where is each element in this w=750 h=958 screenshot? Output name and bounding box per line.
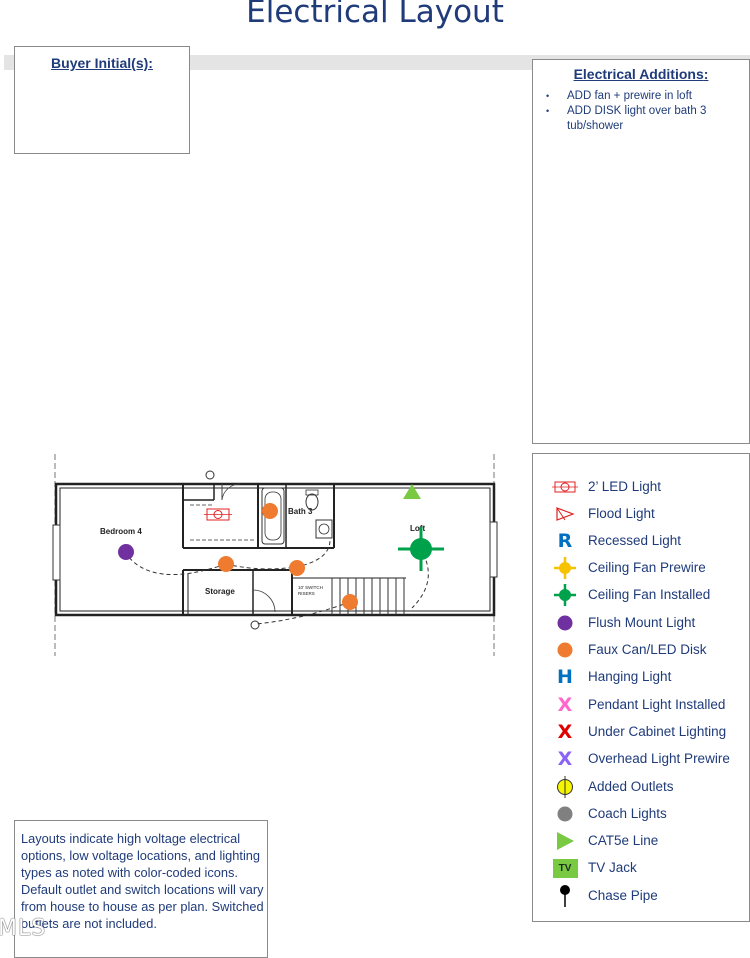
floor-plan: Bedroom 4 Bath 3 Loft Storage 10' SWITCH… bbox=[52, 454, 498, 656]
legend-label: Flush Mount Light bbox=[588, 615, 696, 630]
faux-can-light bbox=[289, 560, 305, 576]
overhead-prewire-icon: X bbox=[557, 748, 573, 770]
legend-row: Added Outlets bbox=[533, 776, 749, 798]
electrical-additions-list: ADD fan + prewire in loft ADD DISK light… bbox=[543, 89, 739, 134]
toilet bbox=[305, 493, 319, 511]
flush-mount-light bbox=[118, 544, 134, 560]
legend-row: X Under Cabinet Lighting bbox=[533, 721, 749, 743]
tv-jack-glyph: TV bbox=[552, 858, 578, 878]
electrical-additions-title-text: Electrical Additions bbox=[573, 66, 704, 82]
coach-light-icon bbox=[551, 803, 579, 825]
legend-row: Flood Light bbox=[533, 503, 749, 525]
legend-row: X Pendant Light Installed bbox=[533, 694, 749, 716]
ceiling-fan-installed-icon bbox=[551, 584, 579, 606]
tv-jack-icon: TV bbox=[551, 857, 579, 879]
sink bbox=[315, 519, 333, 539]
room-label-loft: Loft bbox=[410, 524, 425, 533]
door-swing bbox=[221, 483, 241, 501]
electrical-additions-title-colon: : bbox=[703, 66, 709, 82]
addition-item: ADD DISK light over bath 3 tub/shower bbox=[543, 104, 739, 134]
legend-label: Ceiling Fan Installed bbox=[588, 587, 711, 602]
electrical-additions-title: Electrical Additions: bbox=[533, 66, 749, 82]
buyer-initials-label: Buyer Initial(s): bbox=[51, 55, 153, 71]
legend-label: Ceiling Fan Prewire bbox=[588, 560, 706, 575]
buyer-initials-box[interactable]: Buyer Initial(s): bbox=[14, 46, 190, 154]
legend-label: CAT5e Line bbox=[588, 833, 659, 848]
switch-wire bbox=[411, 547, 429, 609]
ceiling-fan-installed bbox=[398, 527, 444, 571]
hanging-light-icon: H bbox=[557, 666, 573, 688]
legend-row: Coach Lights bbox=[533, 803, 749, 825]
cat5e-line-marker bbox=[403, 484, 421, 499]
recessed-light-icon: R bbox=[557, 530, 573, 552]
switch-wire bbox=[295, 539, 331, 568]
cat5e-icon bbox=[551, 830, 579, 852]
switch-symbol bbox=[205, 470, 215, 480]
faux-can-icon bbox=[551, 639, 579, 661]
room-label-storage: Storage bbox=[205, 587, 235, 596]
legend-label: Hanging Light bbox=[588, 669, 672, 684]
faux-can-light bbox=[262, 503, 278, 519]
legend-label: Chase Pipe bbox=[588, 888, 658, 903]
legend-row: 2’ LED Light bbox=[533, 476, 749, 498]
stair-note: RISERS bbox=[298, 591, 315, 596]
legend-label: Added Outlets bbox=[588, 779, 674, 794]
legend-row: H Hanging Light bbox=[533, 666, 749, 688]
room-label-bath: Bath 3 bbox=[288, 507, 313, 516]
added-outlet-icon bbox=[551, 776, 579, 798]
faux-can-light bbox=[218, 556, 234, 572]
legend-row: Faux Can/LED Disk bbox=[533, 639, 749, 661]
legend-label: Overhead Light Prewire bbox=[588, 751, 730, 766]
page-title: Electrical Layout bbox=[246, 0, 504, 30]
legend-label: Under Cabinet Lighting bbox=[588, 724, 727, 739]
legend-label: Coach Lights bbox=[588, 806, 667, 821]
led-light-fixture bbox=[204, 508, 232, 521]
legend-row: Flush Mount Light bbox=[533, 612, 749, 634]
mls-watermark: MLS bbox=[0, 916, 47, 941]
legend-row: TV TV Jack bbox=[533, 857, 749, 879]
legend-label: TV Jack bbox=[588, 860, 637, 875]
faux-can-light bbox=[342, 594, 358, 610]
switch-wire bbox=[225, 563, 297, 570]
toilet-tank bbox=[305, 489, 319, 496]
bathtub bbox=[261, 487, 285, 545]
legend-row: CAT5e Line bbox=[533, 830, 749, 852]
addition-item: ADD fan + prewire in loft bbox=[543, 89, 739, 104]
legend-row: Ceiling Fan Installed bbox=[533, 584, 749, 606]
legend-label: Faux Can/LED Disk bbox=[588, 642, 707, 657]
legend-label: 2’ LED Light bbox=[588, 479, 662, 494]
legend-row: R Recessed Light bbox=[533, 530, 749, 552]
room-label-bedroom: Bedroom 4 bbox=[100, 527, 142, 536]
door-swing bbox=[252, 589, 276, 613]
disclaimer-box: Layouts indicate high voltage electrical… bbox=[14, 820, 268, 958]
legend-box: 2’ LED Light Flood Light R Recessed Ligh… bbox=[532, 453, 750, 922]
switch-symbol bbox=[250, 620, 260, 630]
electrical-additions-box: Electrical Additions: ADD fan + prewire … bbox=[532, 59, 750, 444]
stair-treads bbox=[331, 578, 405, 615]
legend-row: Ceiling Fan Prewire bbox=[533, 557, 749, 579]
under-cabinet-icon: X bbox=[557, 721, 573, 743]
legend-row: X Overhead Light Prewire bbox=[533, 748, 749, 770]
window-right bbox=[489, 521, 498, 578]
flood-light-icon bbox=[551, 503, 579, 525]
switch-wire bbox=[254, 601, 351, 625]
stair-note: 10' SWITCH bbox=[298, 585, 323, 590]
window-left bbox=[52, 524, 61, 581]
legend-label: Pendant Light Installed bbox=[588, 697, 726, 712]
legend-label: Recessed Light bbox=[588, 533, 682, 548]
disclaimer-text: Layouts indicate high voltage electrical… bbox=[21, 831, 264, 931]
chase-pipe-icon bbox=[551, 885, 579, 907]
ceiling-fan-prewire-icon bbox=[551, 557, 579, 579]
pendant-light-icon: X bbox=[557, 694, 573, 716]
switch-wire bbox=[124, 551, 227, 575]
legend-row: Chase Pipe bbox=[533, 885, 749, 907]
led-light-icon bbox=[551, 476, 579, 498]
sink-basin bbox=[318, 523, 330, 535]
legend-label: Flood Light bbox=[588, 506, 655, 521]
flush-mount-light-icon bbox=[551, 612, 579, 634]
